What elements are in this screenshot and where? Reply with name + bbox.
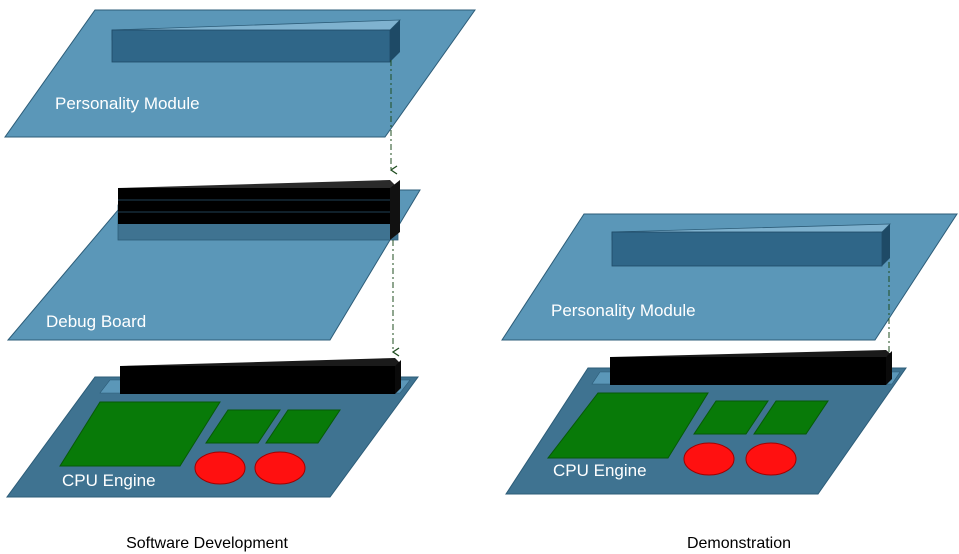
right-personality-connector [611, 223, 891, 267]
right-cpu-black-header [610, 350, 892, 385]
right-caption: Demonstration [687, 535, 791, 552]
left-debug-black-header [118, 180, 400, 240]
left-personality-module: Personality Module [4, 9, 476, 138]
left-cpu-chip-small-2 [265, 409, 341, 444]
right-cpu-chip-large [546, 392, 709, 459]
left-cpu-black-header [120, 358, 401, 394]
left-personality-label: Personality Module [55, 94, 200, 113]
right-cpu-led-1 [683, 442, 735, 476]
right-cpu-label: CPU Engine [553, 461, 647, 480]
left-cpu-chip-small-1 [205, 409, 281, 444]
left-personality-connector [111, 19, 402, 63]
left-cpu-led-2 [254, 451, 306, 485]
right-cpu-led-2 [745, 442, 797, 476]
left-cpu-label: CPU Engine [62, 471, 156, 490]
left-debug-board: Debug Board [6, 180, 421, 341]
right-personality-module: Personality Module [501, 213, 958, 341]
right-cpu-engine: CPU Engine [505, 350, 907, 495]
right-cpu-chip-small-1 [693, 400, 769, 435]
right-cpu-chip-small-2 [753, 400, 829, 435]
left-cpu-chip-large [59, 401, 221, 467]
left-cpu-led-1 [194, 451, 246, 485]
left-cpu-engine: CPU Engine [6, 358, 419, 498]
right-personality-label: Personality Module [551, 301, 696, 320]
left-caption: Software Development [126, 535, 288, 552]
left-debug-label: Debug Board [46, 312, 146, 331]
